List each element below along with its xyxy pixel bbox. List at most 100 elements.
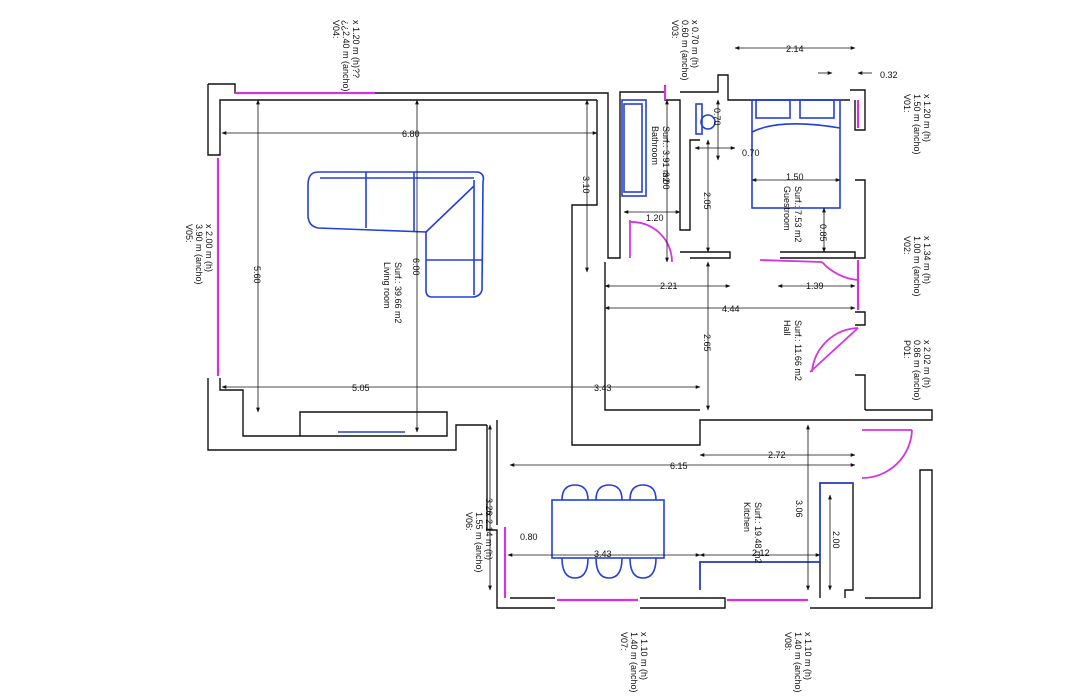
svg-text:x 2.02 m (h): x 2.02 m (h) bbox=[922, 340, 932, 388]
wall-living-inner-lower bbox=[219, 378, 448, 437]
svg-text:Surf.: 7.53 m2: Surf.: 7.53 m2 bbox=[793, 186, 803, 243]
svg-text:V05:: V05: bbox=[184, 224, 194, 243]
opening-labels: V04: ¿¿2.40 m (ancho) x 1.20 m (h)?? V03… bbox=[184, 20, 932, 693]
wall-hall-left bbox=[604, 262, 700, 411]
doors bbox=[629, 220, 913, 479]
svg-text:1.40 m (ancho): 1.40 m (ancho) bbox=[793, 632, 803, 693]
dim-1-20: 1.20 bbox=[646, 213, 664, 223]
wall-guest-right-lower bbox=[855, 179, 866, 259]
svg-text:V01:: V01: bbox=[902, 94, 912, 113]
wall-living-left-lower bbox=[207, 378, 487, 451]
dim-3-10: 3.10 bbox=[581, 176, 591, 194]
svg-text:x 1.20 m (h): x 1.20 m (h) bbox=[922, 94, 932, 142]
label-p01: P01: 0.86 m (ancho) x 2.02 m (h) bbox=[902, 340, 932, 401]
label-v05: V05: 3.90 m (ancho) x 2.00 m (h) bbox=[184, 224, 214, 285]
wall-hall-right bbox=[855, 311, 866, 326]
dim-2-05: 2.05 bbox=[702, 192, 712, 210]
dim-2-12: 2.12 bbox=[752, 548, 770, 558]
dining-table-icon bbox=[551, 484, 665, 579]
door-bathroom bbox=[629, 220, 673, 263]
label-v06: V06: 1.55 m (ancho) x 2.14 m (h) bbox=[464, 512, 494, 573]
toilet-icon bbox=[695, 103, 716, 135]
label-v03: V03: 0.60 m (ancho) x 0.70 m (h) bbox=[670, 20, 700, 81]
svg-text:V08:: V08: bbox=[783, 632, 793, 651]
svg-text:Surf.: 3.91 m2: Surf.: 3.91 m2 bbox=[661, 126, 671, 183]
dim-1-39: 1.39 bbox=[806, 281, 824, 291]
svg-text:V03:: V03: bbox=[670, 20, 680, 39]
dim-5-60: 5.60 bbox=[252, 266, 262, 284]
dim-0-70-bath: 0.70 bbox=[712, 108, 722, 126]
svg-text:Surf.: 39.66 m2: Surf.: 39.66 m2 bbox=[393, 262, 403, 324]
svg-text:x 1.10 m (h): x 1.10 m (h) bbox=[639, 632, 649, 680]
svg-text:¿¿2.40 m (ancho): ¿¿2.40 m (ancho) bbox=[341, 20, 351, 92]
svg-text:Hall: Hall bbox=[782, 320, 792, 336]
wall-bathroom-left bbox=[607, 91, 665, 259]
svg-text:Surf.: 11.66 m2: Surf.: 11.66 m2 bbox=[793, 320, 803, 381]
svg-text:V04:: V04: bbox=[331, 20, 341, 39]
bathtub-icon bbox=[621, 99, 647, 197]
wall-hall-right-lower bbox=[855, 374, 866, 410]
dimension-values: 2.14 0.32 6.80 5.60 6.00 3.10 5.05 3.43 … bbox=[252, 44, 898, 559]
svg-text:1.40 m (ancho): 1.40 m (ancho) bbox=[629, 632, 639, 693]
dim-3-43-kitchen: 3.43 bbox=[594, 549, 612, 559]
dim-0-32: 0.32 bbox=[880, 70, 898, 80]
dim-3-06: 3.06 bbox=[794, 500, 804, 518]
svg-text:1.50 m (ancho): 1.50 m (ancho) bbox=[912, 94, 922, 155]
dim-2-65: 2.65 bbox=[702, 334, 712, 352]
dim-6-80: 6.80 bbox=[402, 129, 420, 139]
dim-5-05: 5.05 bbox=[352, 383, 370, 393]
dim-6-15: 6.15 bbox=[670, 461, 688, 471]
dim-1-50: 1.50 bbox=[786, 172, 804, 182]
door-p01 bbox=[809, 327, 859, 373]
svg-text:V02:: V02: bbox=[902, 236, 912, 255]
svg-text:Living room: Living room bbox=[382, 262, 392, 309]
room-label-bathroom: Bathroom Surf.: 3.91 m2 bbox=[650, 126, 671, 183]
dim-3-26: 3.26 bbox=[484, 498, 494, 516]
dim-2-21: 2.21 bbox=[660, 281, 678, 291]
kitchen-counter-icon bbox=[699, 482, 853, 590]
svg-text:V07:: V07: bbox=[619, 632, 629, 651]
svg-text:Guestroom: Guestroom bbox=[782, 186, 792, 231]
svg-text:0.86 m (ancho): 0.86 m (ancho) bbox=[912, 340, 922, 401]
dim-3-00: 3.00 bbox=[661, 172, 671, 190]
svg-text:3.90 m (ancho): 3.90 m (ancho) bbox=[194, 224, 204, 285]
room-label-guestroom: Guestroom Surf.: 7.53 m2 bbox=[782, 186, 803, 243]
svg-text:1.00 m (ancho): 1.00 m (ancho) bbox=[912, 236, 922, 297]
room-label-kitchen: Kitchen Surf.: 19.48 m2 bbox=[742, 502, 763, 564]
room-labels: Living room Surf.: 39.66 m2 Bathroom Sur… bbox=[382, 126, 803, 564]
dim-0-85: 0.85 bbox=[818, 224, 828, 242]
dim-2-72: 2.72 bbox=[768, 450, 786, 460]
wall-living-left bbox=[207, 84, 232, 156]
dim-4-44: 4.44 bbox=[722, 304, 740, 314]
label-v02: V02: 1.00 m (ancho) x 1.34 m (h) bbox=[902, 236, 932, 297]
dim-3-43-living: 3.43 bbox=[594, 383, 612, 393]
label-v01: V01: 1.50 m (ancho) x 1.20 m (h) bbox=[902, 94, 932, 155]
wall-guest-right bbox=[850, 89, 866, 131]
svg-text:V06:: V06: bbox=[464, 512, 474, 531]
svg-text:x 0.70 m (h): x 0.70 m (h) bbox=[690, 20, 700, 68]
svg-text:x 1.10 m (h): x 1.10 m (h) bbox=[803, 632, 813, 680]
wall-kitchen-left bbox=[486, 425, 555, 609]
sofa-icon bbox=[307, 171, 485, 298]
svg-text:x 2.14 m (h): x 2.14 m (h) bbox=[484, 512, 494, 560]
dim-0-80: 0.80 bbox=[520, 532, 538, 542]
dimension-lines bbox=[221, 46, 872, 591]
door-kitchen bbox=[861, 429, 913, 479]
dim-2-14: 2.14 bbox=[786, 44, 804, 54]
wall-kitchen-bottom bbox=[640, 597, 726, 609]
svg-text:Bathroom: Bathroom bbox=[650, 126, 660, 165]
wall-kitchen-bottom-right bbox=[810, 469, 933, 609]
svg-text:x 2.00 m (h): x 2.00 m (h) bbox=[204, 224, 214, 272]
svg-text:Kitchen: Kitchen bbox=[742, 502, 752, 532]
dim-2-00: 2.00 bbox=[831, 531, 841, 549]
furniture bbox=[307, 99, 853, 590]
wall-guest-top bbox=[680, 74, 850, 101]
label-v07: V07: 1.40 m (ancho) x 1.10 m (h) bbox=[619, 632, 649, 693]
door-guestroom bbox=[759, 259, 859, 281]
wall-guest-bottom-right bbox=[780, 251, 856, 259]
svg-text:1.55 m (ancho): 1.55 m (ancho) bbox=[474, 512, 484, 573]
wall-guest-bottom bbox=[680, 251, 731, 259]
windows bbox=[216, 86, 860, 602]
svg-text:P01:: P01: bbox=[902, 340, 912, 359]
